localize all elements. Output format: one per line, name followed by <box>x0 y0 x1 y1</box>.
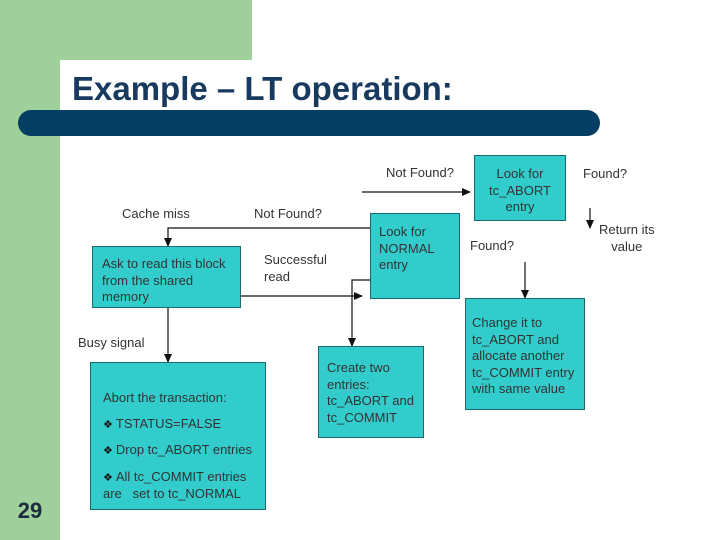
label-successful-read: Successful read <box>264 252 327 284</box>
slide-title: Example – LT operation: <box>72 70 453 107</box>
label-found-top: Found? <box>583 166 628 181</box>
box-ask-read-shared-memory: Ask to read this block from the shared m… <box>92 246 241 308</box>
diamond-bullet-icon: ❖ <box>103 471 113 484</box>
label-not-found-mid: Not Found? <box>254 206 322 221</box>
label-not-found-top: Not Found? <box>386 165 454 180</box>
arrow-not-found-to-create <box>348 279 370 347</box>
box-change-to-tc-abort: Change it to tc_ABORT and allocate anoth… <box>465 298 585 410</box>
decorative-green-band-left <box>0 0 60 540</box>
box-create-two-entries: Create two entries: tc_ABORT and tc_COMM… <box>318 346 424 438</box>
label-return-value: Return its value <box>599 222 655 254</box>
box-abort-transaction: Abort the transaction: ❖TSTATUS=FALSE ❖D… <box>90 362 266 510</box>
label-cache-miss: Cache miss <box>122 206 190 221</box>
title-underline-bar <box>18 110 600 136</box>
label-found-mid: Found? <box>470 238 515 253</box>
label-busy-signal: Busy signal <box>78 335 145 350</box>
box-look-for-normal-entry: Look for NORMAL entry <box>370 213 460 299</box>
diamond-bullet-icon: ❖ <box>103 445 113 457</box>
box-look-for-tc-abort-entry: Look for tc_ABORT entry <box>474 155 566 221</box>
slide-number: 29 <box>17 498 43 523</box>
diamond-bullet-icon: ❖ <box>103 418 113 431</box>
arrow-cache-miss <box>164 227 370 247</box>
